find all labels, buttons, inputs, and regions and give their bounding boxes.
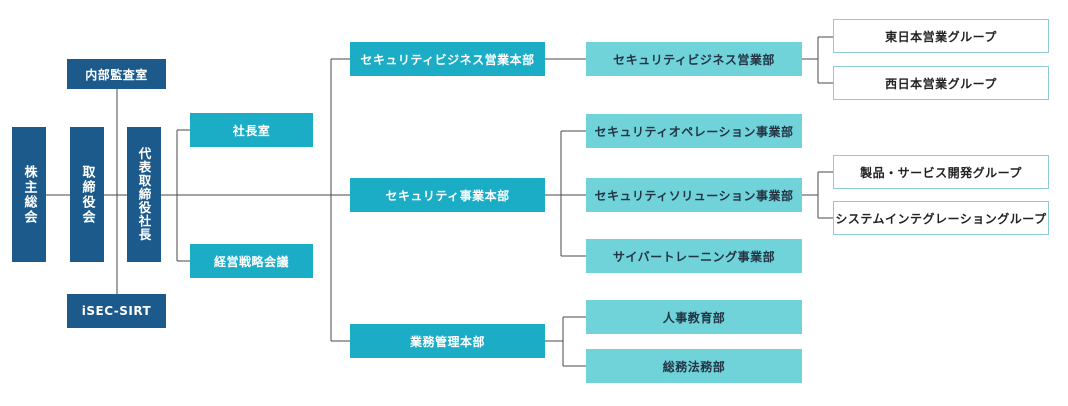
operations-department-box: セキュリティオペレーション事業部 (586, 114, 802, 148)
shareholders-meeting-box: 株主総会 (12, 127, 46, 262)
isec-sirt-box: iSEC-SIRT (67, 294, 166, 328)
west-japan-sales-group-box: 西日本営業グループ (833, 66, 1049, 100)
sales-hq-box: セキュリティビジネス営業本部 (350, 42, 545, 76)
president-office-box: 社長室 (190, 113, 313, 147)
president-box: 代表取締役社長 (127, 127, 161, 262)
east-japan-sales-group-box: 東日本営業グループ (833, 19, 1049, 53)
hr-education-department-box: 人事教育部 (586, 300, 802, 334)
solutions-department-box: セキュリティソリューション事業部 (586, 178, 802, 212)
board-of-directors-box: 取締役会 (70, 127, 104, 262)
strategy-meeting-box: 経営戦略会議 (190, 244, 313, 278)
admin-hq-box: 業務管理本部 (350, 324, 545, 358)
general-legal-department-box: 総務法務部 (586, 349, 802, 383)
security-hq-box: セキュリティ事業本部 (350, 178, 545, 212)
internal-audit-box: 内部監査室 (67, 59, 166, 89)
cyber-training-department-box: サイバートレーニング事業部 (586, 239, 802, 273)
sales-department-box: セキュリティビジネス営業部 (586, 42, 802, 76)
product-service-dev-group-box: 製品・サービス開発グループ (833, 155, 1049, 189)
system-integration-group-box: システムインテグレーショングループ (833, 201, 1049, 235)
